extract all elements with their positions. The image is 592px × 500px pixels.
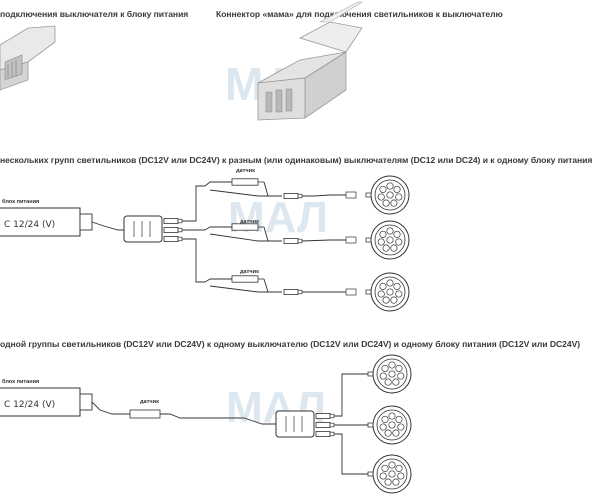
branch-1-3 <box>204 272 410 312</box>
psu-label-2: блок питания <box>2 378 39 385</box>
power-supply-2: C 12/24 (V) <box>0 387 93 417</box>
branch-1-2 <box>204 220 410 260</box>
profile-left-illustration <box>0 25 56 91</box>
power-supply-1: C 12/24 (V) <box>0 207 93 237</box>
splitter-plugs-2 <box>315 412 335 438</box>
sensor-label-1: датчик <box>236 168 255 174</box>
caption-top-left: подключения выключателя к блоку питания <box>0 9 189 19</box>
branch-1-1 <box>204 175 410 215</box>
sensor-label-2: датчик <box>240 219 259 225</box>
splitter-plugs-1 <box>163 217 183 243</box>
splitter-1 <box>123 215 163 243</box>
psu-label-1: блок питания <box>2 198 39 205</box>
watermark-diagram-1: МАЛ <box>228 193 328 242</box>
sensor-label-3: датчик <box>240 269 259 275</box>
sensor-2 <box>129 409 276 425</box>
lamp-group-2 <box>367 354 412 494</box>
caption-section-1: нескольких групп светильников (DC12V или… <box>0 155 592 165</box>
psu-text-2: C 12/24 (V) <box>4 400 55 410</box>
psu-text-1: C 12/24 (V) <box>4 220 55 230</box>
connector-female-illustration <box>257 1 364 121</box>
wiring-diagrams: МАЛ МАЛ блок питания C 12/24 (V) <box>0 1 412 494</box>
caption-top-right: Коннектор «мама» для подключения светиль… <box>216 9 503 19</box>
sensor-label-d2: датчик <box>140 399 159 405</box>
splitter-2 <box>275 410 315 438</box>
caption-section-2: одной группы светильников (DC12V или DC2… <box>0 339 581 349</box>
